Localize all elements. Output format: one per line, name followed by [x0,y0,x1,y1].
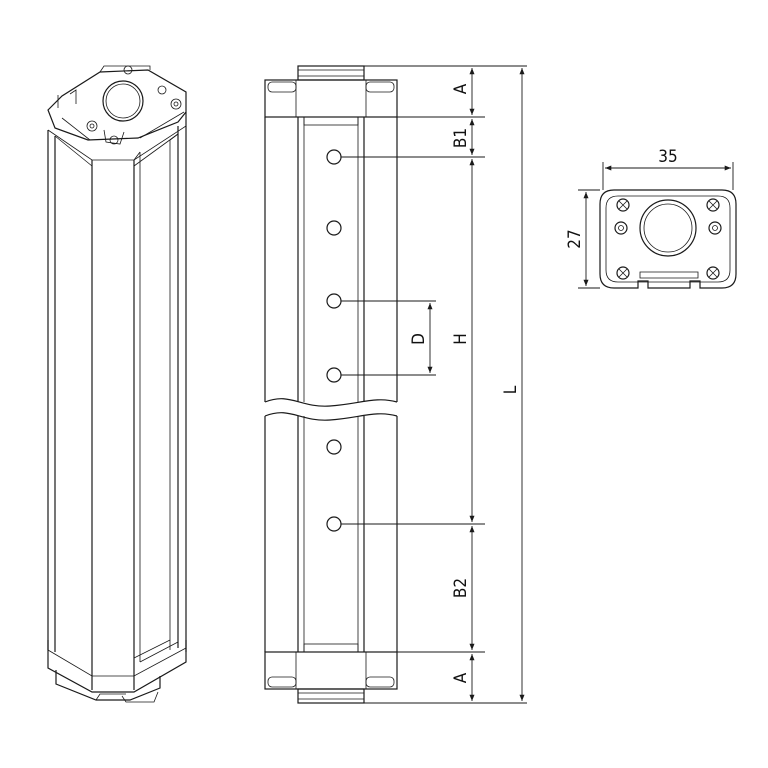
dim-label-height: 27 [565,229,585,248]
isometric-view [47,65,187,703]
dim-label-b2: B2 [451,578,471,598]
beam-hole [326,439,342,455]
beam-hole [326,293,342,309]
front-view [264,65,398,704]
dim-label-b1: B1 [451,128,471,148]
dim-label-width: 35 [658,147,677,167]
dim-label-l: L [501,385,521,394]
dim-label-a-top: A [451,83,471,94]
end-view-dimensions [578,162,734,289]
beam-hole [326,149,342,165]
front-view-dimensions [341,65,527,704]
dim-label-d: D [409,333,429,345]
end-view [599,189,737,289]
beam-hole [326,367,342,383]
beam-hole [326,516,342,532]
dim-label-h: H [451,333,471,345]
beam-hole [326,220,342,236]
dim-label-a-bottom: A [451,672,471,683]
